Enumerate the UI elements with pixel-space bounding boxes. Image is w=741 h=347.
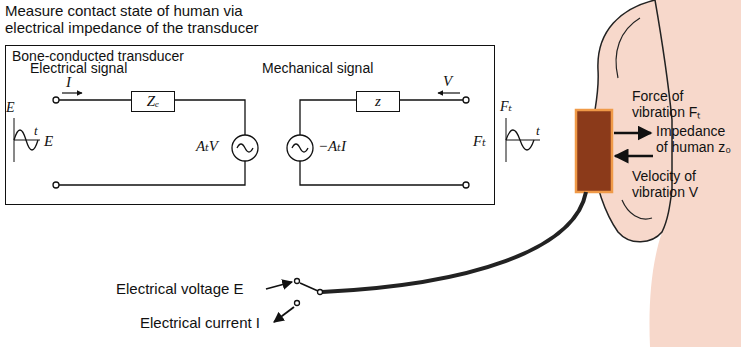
velocity-arrow-small bbox=[438, 92, 460, 93]
terminal bbox=[53, 182, 59, 188]
switch-pivot bbox=[318, 290, 323, 295]
source-symbol bbox=[292, 144, 308, 152]
source-symbol bbox=[237, 144, 253, 152]
terminal bbox=[53, 97, 59, 103]
callout-label: Impedance of human z₀ bbox=[656, 123, 740, 155]
source-label: AₜV bbox=[196, 138, 218, 155]
voltage-source bbox=[232, 135, 258, 161]
heading-note: Measure contact state of human via elect… bbox=[5, 2, 305, 37]
wire bbox=[59, 161, 245, 185]
mechanical-impedance-box: z bbox=[356, 91, 400, 112]
wire bbox=[300, 161, 463, 185]
cable bbox=[322, 192, 586, 292]
switch-blade bbox=[300, 283, 318, 291]
switch-contact bbox=[295, 301, 300, 306]
axis-label: t bbox=[536, 124, 540, 139]
switch-label: Electrical current I bbox=[140, 314, 260, 331]
callout-label: Force of vibration Fₜ bbox=[632, 88, 738, 120]
transducer-frame: Bone-conducted transducerZₑ z bbox=[5, 45, 495, 205]
terminal bbox=[463, 97, 469, 103]
velocity-symbol: V bbox=[443, 73, 452, 90]
force-symbol: Fₜ bbox=[473, 133, 486, 150]
sine-wave bbox=[506, 130, 534, 150]
transducer-block bbox=[576, 110, 612, 192]
switch-contact bbox=[295, 279, 300, 284]
axis-label: E bbox=[6, 100, 15, 116]
voltage-arrow bbox=[266, 282, 292, 289]
axis-label: t bbox=[34, 124, 38, 139]
electrical-impedance-box: Zₑ bbox=[131, 91, 175, 112]
switch-label: Electrical voltage E bbox=[116, 280, 244, 297]
voltage-symbol: E bbox=[44, 133, 53, 150]
frame-heading: Bone-conducted transducer bbox=[12, 48, 488, 64]
axis bbox=[14, 140, 40, 141]
callout-label: Velocity of vibration V bbox=[632, 168, 738, 200]
impedance-symbol: Zₑ bbox=[147, 94, 159, 109]
terminal bbox=[463, 182, 469, 188]
current-symbol: I bbox=[66, 74, 71, 91]
ear-lobe-fold bbox=[622, 200, 652, 219]
current-arrow bbox=[274, 307, 294, 322]
signal-label: Mechanical signal bbox=[262, 60, 373, 76]
impedance-symbol: z bbox=[375, 94, 381, 109]
current-arrow-small bbox=[62, 92, 82, 93]
force-source bbox=[287, 135, 313, 161]
source-label: −AₜI bbox=[318, 138, 346, 155]
axis bbox=[506, 140, 540, 141]
axis-label: Fₜ bbox=[500, 99, 512, 115]
force-arrow bbox=[614, 132, 651, 135]
impedance-arrow bbox=[615, 155, 653, 158]
ear-fold bbox=[616, 18, 640, 78]
